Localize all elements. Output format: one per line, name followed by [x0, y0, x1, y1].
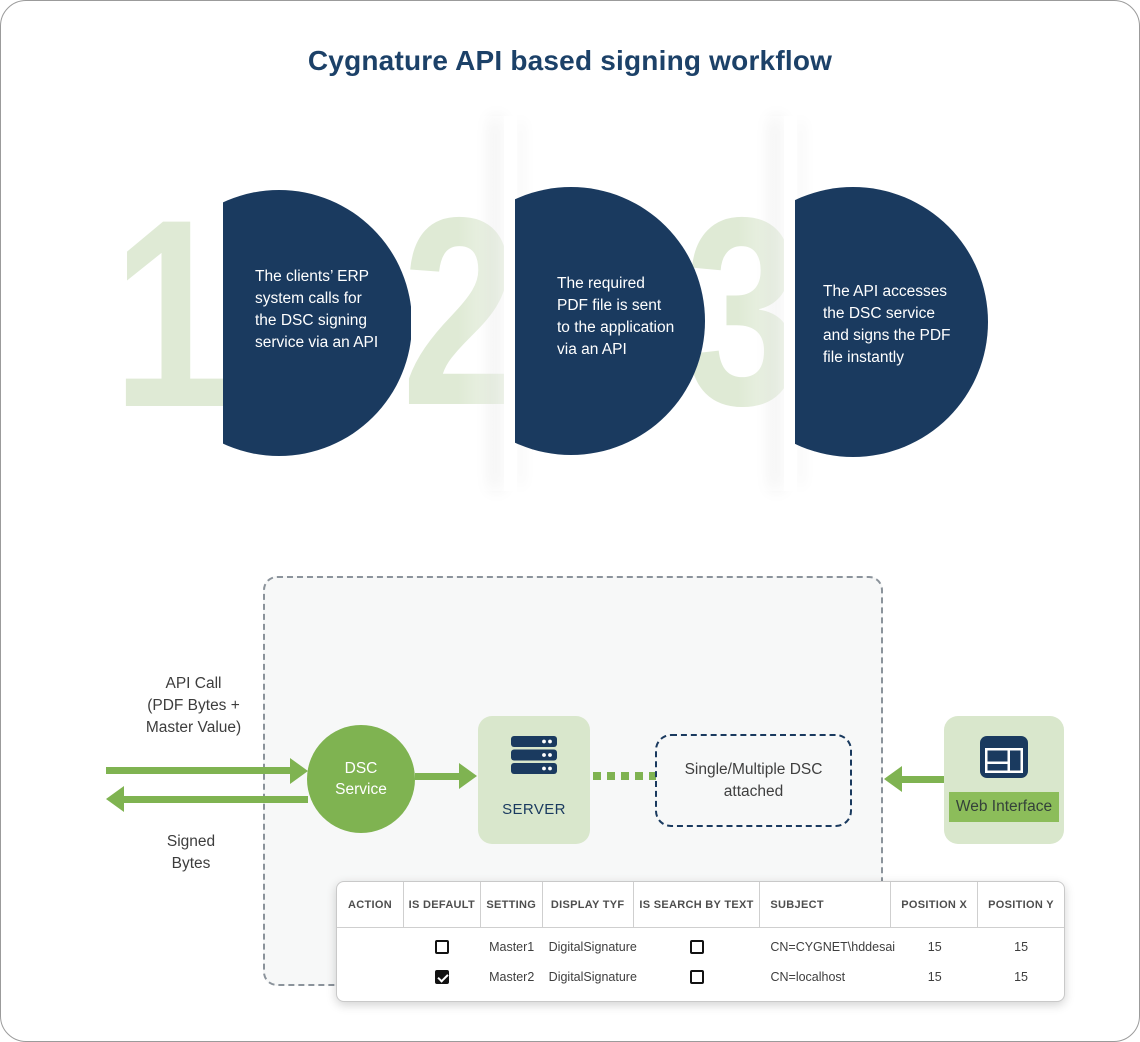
response-arrow-head-icon [106, 786, 124, 812]
dsc-settings-table: ACTION IS DEFAULT SETTING DISPLAY TYF IS… [336, 881, 1065, 1002]
server-box: SERVER [478, 716, 590, 844]
fold-divider [458, 116, 517, 491]
header-display-tyf: DISPLAY TYF [543, 882, 634, 927]
step-2-circle: The required PDF file is sent to the app… [515, 187, 705, 455]
is-default-checkbox[interactable] [435, 940, 450, 954]
web-to-dsc-arrow [900, 776, 944, 783]
position-x-cell: 15 [927, 940, 942, 954]
request-arrow-head-icon [290, 758, 308, 784]
step-1-text: The clients’ ERP system calls for the DS… [255, 268, 379, 351]
signed-bytes-label: Signed Bytes [166, 833, 216, 872]
header-action: ACTION [337, 882, 404, 927]
is-default-cell [404, 970, 481, 984]
dsc-attached-box: Single/Multiple DSC attached [655, 734, 852, 827]
is-search-by-text-checkbox[interactable] [690, 970, 705, 984]
position-x-cell: 15 [927, 970, 942, 984]
server-label: SERVER [502, 801, 566, 818]
display-tyf-cell: DigitalSignature [548, 970, 637, 984]
table-row: Master1 DigitalSignature CN=CYGNET\hddes… [337, 932, 1064, 962]
display-tyf-cell: DigitalSignature [548, 940, 637, 954]
is-default-checkbox[interactable] [435, 970, 450, 984]
dsc-attached-label: Single/Multiple DSC attached [684, 760, 823, 800]
position-y-cell: 15 [1014, 940, 1029, 954]
setting-cell: Master1 [489, 940, 535, 954]
subject-cell: CN=localhost [770, 970, 846, 984]
api-call-label: API Call (PDF Bytes + Master Value) [145, 675, 242, 736]
page-title: Cygnature API based signing workflow [307, 45, 833, 76]
header-position-x: POSITION X [891, 882, 979, 927]
server-rack-icon [478, 736, 590, 774]
step-2-text: The required PDF file is sent to the app… [557, 275, 675, 358]
is-search-by-text-checkbox[interactable] [689, 940, 704, 954]
is-search-by-text-cell [634, 970, 761, 984]
header-is-search-by-text: IS SEARCH BY TEXT [634, 882, 761, 927]
header-is-default: IS DEFAULT [404, 882, 481, 927]
request-arrow [106, 767, 292, 774]
step-3-text: The API accesses the DSC service and sig… [823, 283, 951, 366]
response-arrow [122, 796, 308, 803]
is-default-cell [404, 940, 481, 954]
table-header-row: ACTION IS DEFAULT SETTING DISPLAY TYF IS… [337, 882, 1064, 928]
table-row: Master2 DigitalSignature CN=localhost 15… [337, 962, 1064, 992]
fold-divider [738, 116, 797, 491]
position-y-cell: 15 [1014, 970, 1029, 984]
dsc-to-server-arrow-head-icon [459, 763, 477, 789]
browser-window-icon [944, 736, 1064, 778]
step-1-numeral: 1 [112, 163, 229, 463]
dsc-service-circle: DSC Service [307, 725, 415, 833]
is-search-by-text-cell [634, 940, 761, 954]
step-3-circle: The API accesses the DSC service and sig… [795, 187, 988, 457]
header-subject: SUBJECT [760, 882, 892, 927]
server-to-dsc-dotted-connector [593, 772, 656, 780]
header-setting: SETTING [481, 882, 543, 927]
step-1-circle: The clients’ ERP system calls for the DS… [223, 190, 411, 456]
web-interface-label: Web Interface [949, 792, 1059, 822]
header-position-y: POSITION Y [988, 898, 1054, 911]
dsc-to-server-arrow [415, 773, 461, 780]
subject-cell: CN=CYGNET\hddesai [770, 940, 896, 954]
web-interface-box: Web Interface [944, 716, 1064, 844]
setting-cell: Master2 [489, 970, 535, 984]
web-to-dsc-arrow-head-icon [884, 766, 902, 792]
